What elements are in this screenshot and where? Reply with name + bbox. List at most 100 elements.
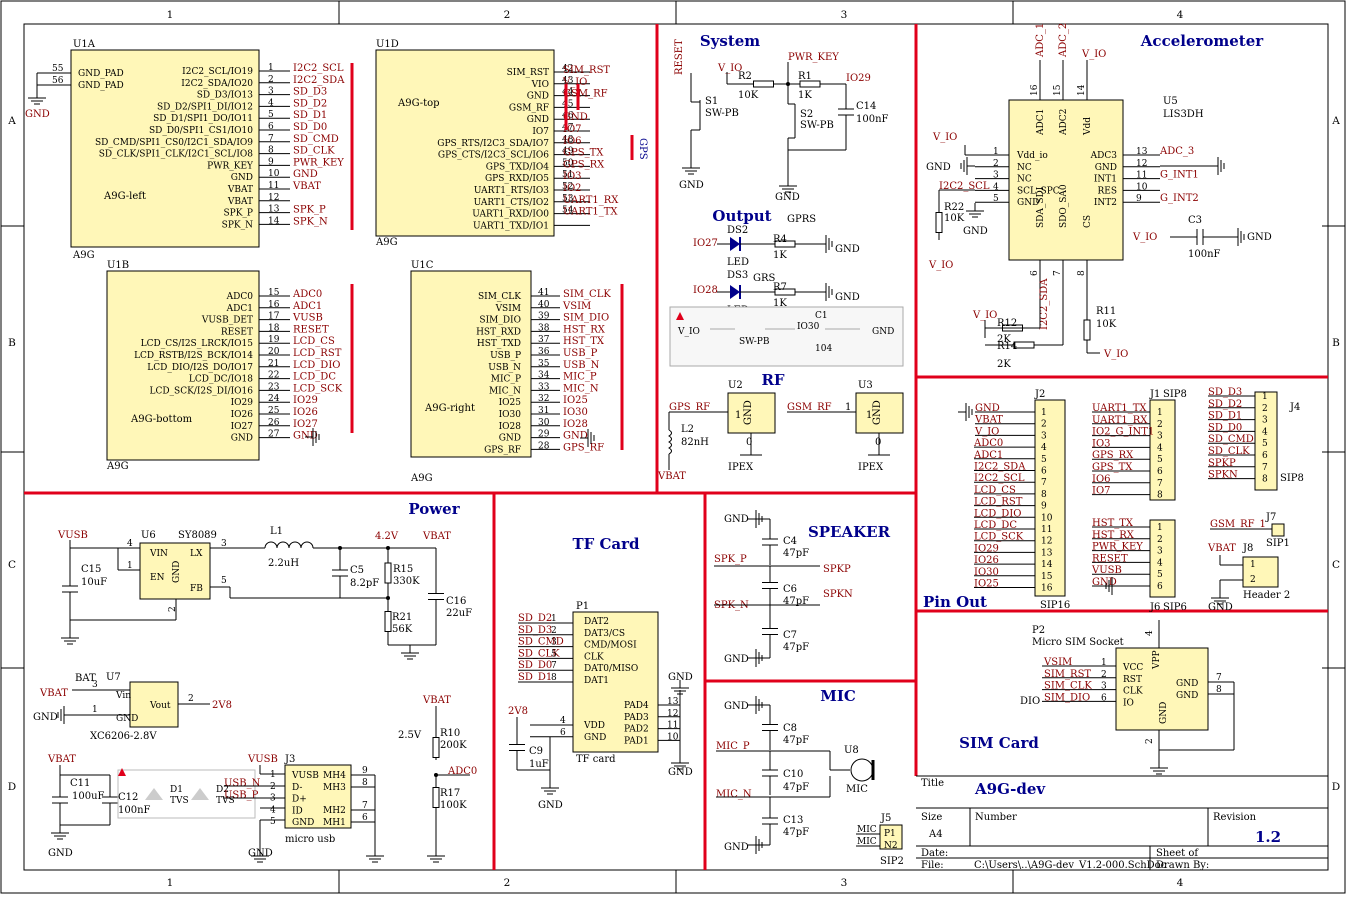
pin-number: 2 — [993, 159, 999, 169]
net-label: IO2_G_INT1 — [1092, 427, 1154, 438]
net-label: LCD_SCK — [293, 383, 343, 394]
j2-pin-number: 7 — [1041, 478, 1047, 488]
u1b-ref: U1B — [107, 260, 129, 271]
pin-number: 6 — [1101, 693, 1107, 703]
j5-n2: N2 — [884, 841, 898, 851]
frame-column-label: 1 — [167, 9, 174, 21]
j4-part: SIP8 — [1280, 473, 1304, 484]
c6-ref: C6 — [783, 584, 797, 595]
pin-name: MH3 — [323, 783, 346, 793]
pin-name: VBAT — [227, 185, 253, 195]
u1d-part: A9G — [375, 237, 398, 248]
net-label: GND — [975, 403, 1000, 414]
net-2v8: 2V8 — [212, 700, 232, 711]
pin-number: 16 — [1030, 84, 1040, 96]
c8-ref: C8 — [783, 723, 797, 734]
ghost-c1v: 104 — [815, 344, 832, 354]
tvs-d2 — [191, 788, 209, 800]
pin-number: 46 — [562, 111, 574, 121]
net-label: HST_RX — [563, 324, 606, 335]
pin-number: 32 — [538, 394, 549, 404]
tvs-d1 — [145, 788, 163, 800]
pin-name: DAT2 — [584, 617, 609, 627]
s1-value: SW-PB — [705, 108, 739, 119]
pin-number: 13 — [268, 205, 280, 215]
u1b-part: A9G — [106, 461, 129, 472]
c10-ref: C10 — [783, 769, 803, 780]
j1-pin-number: 3 — [1157, 432, 1163, 442]
j1-body — [1149, 399, 1176, 501]
net-label: VUSB — [292, 313, 323, 324]
r17-value: 100K — [440, 800, 467, 811]
pin-name: VSIM — [495, 304, 521, 314]
j4-body — [1254, 391, 1278, 491]
pin-number: 50 — [562, 158, 574, 168]
pin-number: 1 — [270, 770, 276, 780]
pin-number: 11 — [268, 181, 279, 191]
revision-label: Revision — [1213, 812, 1257, 823]
warning-icon — [118, 768, 126, 776]
pin-name: UART1_TXD/IO1 — [473, 221, 549, 231]
ds3-ref: DS3 — [727, 270, 748, 281]
pin-name: LCD_SCK/I2S_DI/IO16 — [149, 386, 253, 396]
pin-name: VDD — [583, 721, 605, 731]
j5-ref: J5 — [880, 813, 891, 824]
p1-body — [572, 611, 659, 753]
net-25v: 2.5V — [398, 730, 422, 741]
net-spk-p: SPK_P — [714, 554, 747, 565]
net-label: GPS_RF — [563, 442, 604, 453]
file-label: File: — [921, 860, 944, 871]
net-label: SD_D3 — [518, 625, 552, 636]
u1d-body — [375, 49, 555, 237]
pin-number: 35 — [538, 359, 550, 369]
r21-value: 56K — [392, 624, 413, 635]
j6-pin-number: 5 — [1157, 570, 1163, 580]
pin-name: IO30 — [499, 410, 522, 420]
j1-pin-number: 4 — [1157, 443, 1163, 453]
j2-pin-number: 1 — [1041, 408, 1047, 418]
pin-number: 4 — [268, 98, 274, 108]
pin-name: ADC1 — [1036, 109, 1046, 136]
pin-name: GPS_RF — [484, 445, 521, 455]
pin-number: 15 — [268, 288, 280, 298]
pin-number: 6 — [362, 813, 368, 823]
c13-ref: C13 — [783, 815, 803, 826]
pin-name: LCD_DIO/I2S_DO/IO17 — [147, 363, 253, 373]
net-gnd: GND — [963, 226, 988, 237]
file-value: C:\Users\..\A9G-dev_V1.2-000.SchDoc — [974, 860, 1167, 871]
pin-number: 13 — [667, 697, 679, 707]
led-ds3 — [730, 285, 740, 299]
s2-ref: S2 — [800, 109, 813, 120]
net-label: LCD_RST — [974, 497, 1023, 508]
j2-pin-number: 12 — [1041, 537, 1052, 547]
pin-number: 10 — [1136, 182, 1148, 192]
pin-number: 38 — [538, 323, 550, 333]
pin-name: GND — [499, 434, 521, 444]
pin-name: MIC_N — [489, 386, 521, 396]
pin-name: MH1 — [323, 818, 346, 828]
j6-body — [1149, 519, 1176, 598]
c16-value: 22uF — [446, 608, 472, 619]
u6-part: SY8089 — [178, 530, 217, 541]
pin-name: UART1_RXD/IO0 — [472, 210, 549, 220]
net-42v: 4.2V — [375, 531, 399, 542]
pin-number: 47 — [562, 123, 574, 133]
pin-number: 8 — [268, 146, 274, 156]
j1-pin-number: 5 — [1157, 455, 1163, 465]
net-label: UART1_RX — [563, 195, 619, 206]
u2-gnd: GND — [743, 400, 754, 425]
pin-number: 56 — [52, 76, 64, 86]
title-value: A9G-dev — [974, 780, 1046, 798]
net-label: GND — [563, 112, 588, 123]
pin-number: 2 — [168, 606, 178, 612]
pin-number: 53 — [562, 194, 574, 204]
net-label: ADC_3 — [1159, 146, 1194, 157]
size-label: Size — [921, 812, 942, 823]
s2-value: SW-PB — [800, 120, 834, 131]
pin-number: 31 — [538, 406, 549, 416]
pin-name: GND — [527, 92, 549, 102]
net-label: MIC_N — [563, 383, 599, 394]
net-gsm-rf: GSM_RF — [787, 402, 832, 413]
c11-value: 100uF — [72, 791, 105, 802]
net-label: IO6 — [1092, 474, 1111, 485]
